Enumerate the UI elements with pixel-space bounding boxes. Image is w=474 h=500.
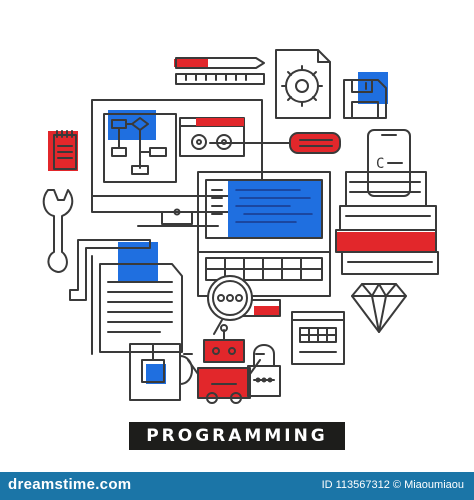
diamond-icon [351, 283, 407, 333]
browser-window-icon [291, 311, 345, 365]
padlock-icon [247, 344, 281, 397]
image-id-credit: ID 113567312 © Miaoumiaou [321, 479, 464, 491]
brand-logo: dreamstime.com [8, 476, 131, 493]
flowchart-icon [103, 110, 177, 183]
floppy-disk-icon [343, 72, 388, 119]
mug-icon [129, 343, 193, 401]
programming-illustration: C [42, 49, 439, 404]
books-icon [335, 171, 439, 275]
brand-logo-left: dreams [8, 476, 64, 493]
gear-document-icon [275, 49, 331, 119]
browser-window-icon [179, 117, 245, 157]
wrench-icon [42, 189, 74, 273]
brand-logo-right: time.com [63, 476, 132, 493]
pencil-icon [174, 57, 265, 69]
watermark-footer: dreamstime.com ID 113567312 © Miaoumiaou [0, 472, 474, 500]
ruler-icon [175, 73, 265, 85]
robot-icon [183, 324, 265, 404]
smartphone-icon: C [367, 129, 411, 197]
notepad-icon [48, 130, 78, 171]
screwdriver-icon [209, 132, 341, 154]
document-icon [69, 239, 183, 355]
magnifier-icon [207, 275, 253, 335]
code-label: C [376, 156, 384, 172]
page-title: PROGRAMMING [129, 422, 345, 450]
